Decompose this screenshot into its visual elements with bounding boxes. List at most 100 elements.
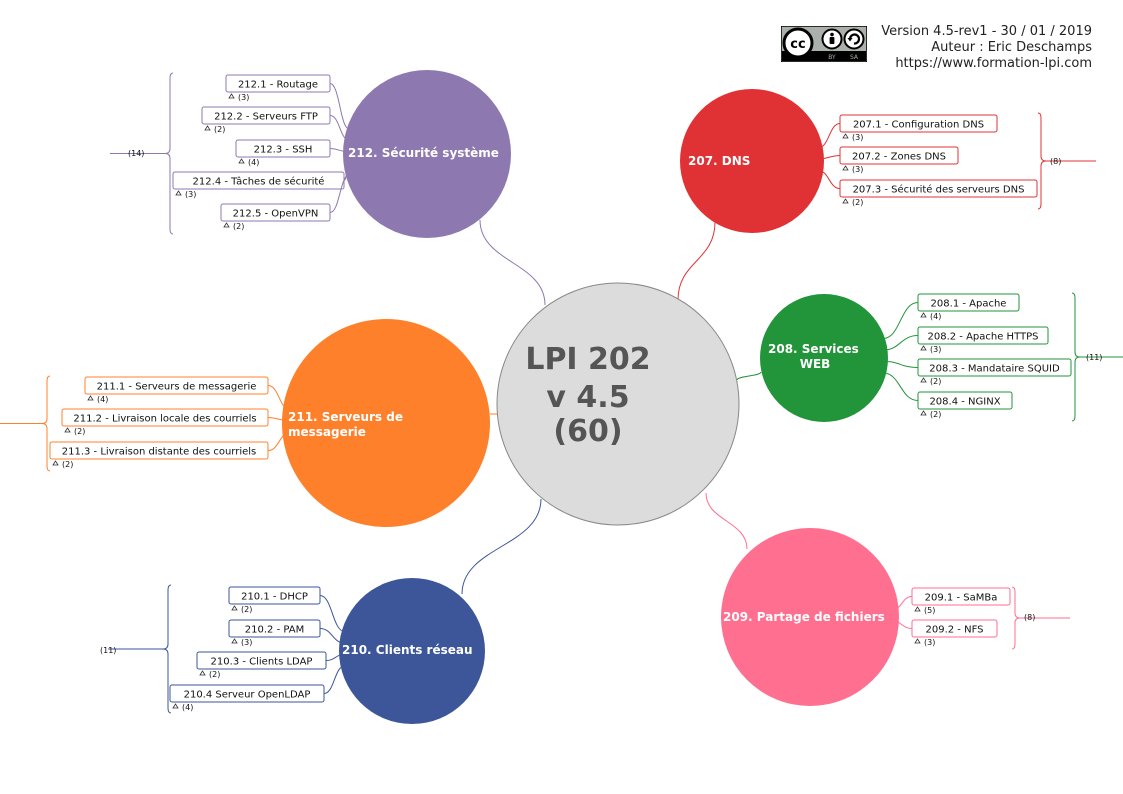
weight-icon [199, 670, 206, 676]
subtopic-label: 208.2 - Apache HTTPS [927, 332, 1038, 343]
weight-icon [204, 125, 211, 131]
central-title-line-1: LPI 202 [525, 342, 650, 377]
subtopic-weight: (3) [852, 133, 863, 142]
weight-icon [842, 165, 849, 171]
subtopic-211-1[interactable]: 211.1 - Serveurs de messagerie(4) [84, 376, 291, 411]
weight-icon [175, 190, 182, 196]
topic-circle-211 [282, 319, 490, 527]
subtopic-weight: (4) [182, 703, 193, 712]
by-icon [821, 28, 843, 50]
subtopic-211-3[interactable]: 211.3 - Livraison distante des courriels… [49, 432, 291, 469]
weight-icon [920, 410, 927, 416]
subtopic-weight: (2) [852, 198, 863, 207]
topic-circle-208 [760, 294, 888, 422]
subtopic-208-2[interactable]: 208.2 - Apache HTTPS(3) [882, 326, 1049, 354]
topic-circle-207 [680, 89, 824, 233]
central-title-line-2: v 4.5 [546, 380, 629, 415]
subtopic-212-2[interactable]: 212.2 - Serveurs FTP(2) [201, 106, 350, 142]
subtopic-label: 209.1 - SaMBa [925, 593, 998, 604]
subtopic-label: 212.2 - Serveurs FTP [214, 112, 318, 123]
subtopic-212-4[interactable]: 212.4 - Tâches de sécurité(3) [172, 162, 351, 199]
brace-shape [164, 72, 174, 235]
subtopic-label: 208.3 - Mandataire SQUID [929, 364, 1060, 375]
topic-label-207-line-1: 207. DNS [688, 154, 750, 168]
weight-icon [228, 93, 235, 99]
topic-label-210-line-1: 210. Clients réseau [342, 643, 473, 657]
weight-icon [223, 222, 230, 228]
subtopic-209-1[interactable]: 209.1 - SaMBa(5) [891, 587, 1011, 615]
weight-icon [231, 638, 238, 644]
link-207 [677, 221, 716, 301]
subtopic-weight: (2) [209, 670, 220, 679]
subtopic-208-3[interactable]: 208.3 - Mandataire SQUID(2) [882, 358, 1072, 386]
subtopic-210-2[interactable]: 210.2 - PAM(3) [228, 619, 345, 647]
subtopic-label: 212.5 - OpenVPN [233, 209, 319, 220]
weight-icon [914, 606, 921, 612]
sa-label: SA [850, 54, 859, 61]
subtopic-label: 207.2 - Zones DNS [852, 152, 946, 163]
link-208 [736, 371, 762, 381]
weight-icon [842, 133, 849, 139]
topic-211[interactable]: 211.1 - Serveurs de messagerie(4)211.2 -… [0, 319, 490, 527]
topic-207[interactable]: 207.1 - Configuration DNS (3) 207.2 - Zone… [680, 89, 1096, 233]
topic-label-208-line-2: WEB [800, 357, 831, 371]
topic-label-209-line-1: 209. Partage de fichiers [723, 610, 885, 624]
subtopic-weight: (4) [248, 158, 259, 167]
topic-circle-209 [721, 528, 899, 706]
subtopic-weight: (2) [930, 410, 941, 419]
weight-icon [914, 638, 921, 644]
central-title-line-3: (60) [553, 414, 622, 449]
website-link[interactable]: https://www.formation-lpi.com [895, 56, 1092, 71]
subtopic-208-1[interactable]: 208.1 - Apache (4) [882, 293, 1020, 340]
subtopic-label: 210.1 - DHCP [241, 592, 308, 603]
subtopic-label: 211.3 - Livraison distante des courriels [62, 447, 257, 458]
subtopic-212-1[interactable]: 212.1 - Routage(3) [225, 74, 350, 130]
topic-total-weight: (8) [1050, 157, 1061, 166]
subtopic-box [917, 293, 1020, 312]
subtopic-weight: (4) [930, 312, 941, 321]
topic-circle-212 [343, 70, 511, 238]
subtopic-209-2[interactable]: 209.2 - NFS(3) [891, 619, 998, 647]
subtopic-label: 208.4 - NGINX [929, 397, 1000, 408]
subtopic-207-1[interactable]: 207.1 - Configuration DNS (3) [818, 114, 998, 149]
weight-icon [920, 312, 927, 318]
brace-shape [1037, 112, 1047, 210]
subtopic-210-1[interactable]: 210.1 - DHCP(2) [228, 586, 345, 633]
subtopic-211-2[interactable]: 211.2 - Livraison locale des courriels(2… [61, 408, 291, 436]
subtopic-box [84, 376, 269, 395]
subtopic-label: 212.4 - Tâches de sécurité [193, 176, 325, 188]
subtopic-box [220, 203, 331, 222]
subtopic-box [235, 139, 331, 158]
subtopic-212-5[interactable]: 212.5 - OpenVPN(2) [220, 173, 350, 231]
weight-icon [920, 345, 927, 351]
subtopic-box [228, 586, 321, 605]
cc-license-badge: cc BY SA [781, 26, 867, 62]
weight-icon [172, 703, 179, 709]
brace-208: (11) [1071, 292, 1123, 422]
topic-208[interactable]: 208.1 - Apache (4) 208.2 - Apache HTTPS(3)… [760, 292, 1123, 422]
central-node-circle [496, 282, 740, 526]
topic-212[interactable]: 212.1 - Routage(3)212.2 - Serveurs FTP(2… [110, 70, 511, 238]
subtopic-box [225, 74, 331, 93]
topic-total-weight: (11) [100, 646, 116, 655]
brace-212: (14) [110, 72, 174, 235]
subtopic-208-4[interactable]: 208.4 - NGINX (2) [882, 372, 1013, 419]
subtopic-box [911, 587, 1011, 606]
subtopic-210-4[interactable]: 210.4 Serveur OpenLDAP(4) [169, 665, 345, 712]
brace-209: (8) [1011, 586, 1070, 650]
subtopic-label: 211.2 - Livraison locale des courriels [73, 414, 256, 425]
topic-circle-210 [339, 578, 485, 724]
subtopic-box [61, 408, 269, 427]
topic-209[interactable]: 209.1 - SaMBa(5) 209.2 - NFS(3) (8) 209. Pa… [721, 528, 1070, 706]
subtopic-207-3[interactable]: 207.3 - Sécurité des serveurs DNS(2) [818, 170, 1038, 207]
subtopic-label: 208.1 - Apache [931, 299, 1007, 310]
subtopic-212-3[interactable]: 212.3 - SSH(4) [235, 139, 350, 167]
subtopic-210-3[interactable]: 210.3 - Clients LDAP(2) [196, 651, 345, 679]
subtopic-207-2[interactable]: 207.2 - Zones DNS(3) [818, 146, 959, 174]
topic-210[interactable]: 210.1 - DHCP(2)210.2 - PAM(3)210.3 - Cli… [100, 578, 485, 724]
subtopic-label: 207.1 - Configuration DNS [853, 120, 984, 131]
brace-207: (8) [1037, 112, 1096, 210]
subtopic-connector [319, 595, 345, 633]
